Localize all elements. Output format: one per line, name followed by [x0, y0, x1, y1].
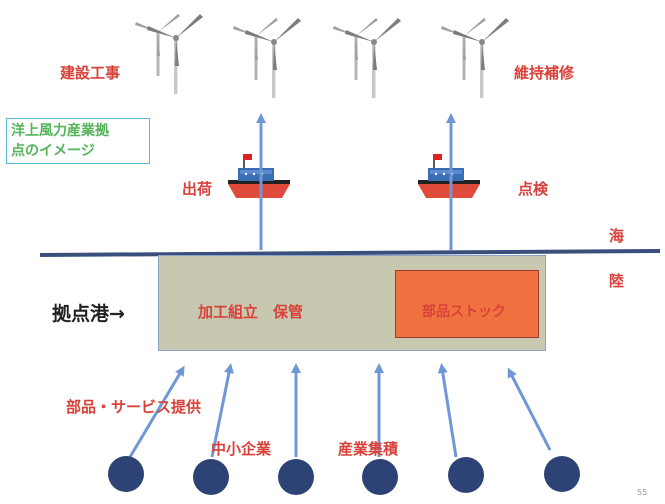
supply-arrow: [210, 363, 234, 458]
company-node: [193, 459, 229, 495]
maintenance-label: 維持補修: [514, 64, 575, 82]
shipping-label: 出荷: [182, 180, 213, 198]
wind-turbine-icon: [331, 16, 403, 100]
parts-stock-label: 部品ストック: [422, 304, 506, 320]
ship-icon: [227, 153, 291, 199]
sea-line: [39, 249, 661, 257]
company-node: [108, 456, 144, 492]
page-number: 55: [637, 488, 648, 497]
wind-turbine-icon: [231, 16, 303, 100]
supply-arrow: [128, 365, 185, 458]
company-node: [448, 457, 484, 493]
industry-cluster-label: 産業集積: [338, 440, 399, 458]
company-node: [362, 459, 398, 495]
inspection-label: 点検: [518, 180, 549, 198]
ship-icon: [417, 153, 481, 199]
wind-turbine-icon: [133, 12, 205, 96]
parts-stock-box: [395, 270, 539, 338]
supply-arrow: [437, 363, 458, 458]
sme-label: 中小企業: [211, 440, 272, 458]
sea-label: 海: [609, 227, 625, 245]
wind-turbine-icon: [439, 16, 511, 100]
base-image-title: 洋上風力産業拠 点のイメージ: [6, 118, 150, 164]
construction-label: 建設工事: [60, 64, 121, 82]
port-label: 拠点港→: [52, 303, 125, 325]
company-node: [278, 459, 314, 495]
parts-services-label: 部品・サービス提供: [66, 398, 202, 416]
processing-storage-label: 加工組立 保管: [198, 303, 304, 321]
company-node: [544, 456, 580, 492]
supply-arrow: [507, 367, 552, 451]
land-label: 陸: [609, 272, 625, 290]
